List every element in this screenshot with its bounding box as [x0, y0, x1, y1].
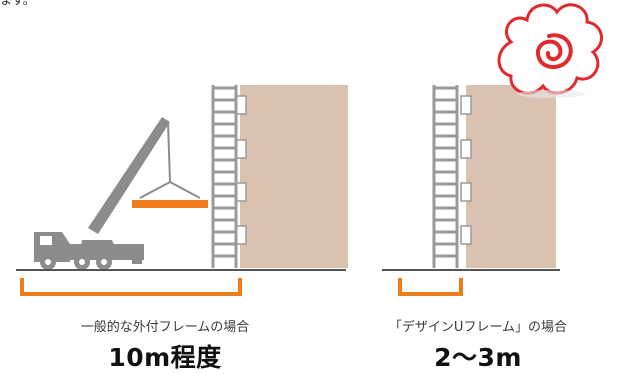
crane-truck-icon [34, 117, 201, 270]
building-left-notches [235, 95, 247, 245]
top-note-text: ます。 [0, 0, 35, 7]
brand-swirl-logo [497, 3, 603, 98]
value-design-u-width: 2〜3m [434, 343, 522, 372]
caption-design-u-frame: 「デザインUフレーム」の場合 [388, 320, 568, 335]
scaffold-left [211, 85, 238, 268]
building-right [466, 85, 556, 268]
suspended-frame [132, 200, 208, 208]
building-right-notches [460, 95, 472, 245]
building-left [240, 85, 348, 268]
width-bracket-left [20, 278, 242, 296]
width-bracket-right [398, 278, 463, 296]
scaffold-right [432, 85, 459, 268]
caption-conventional-frame: 一般的な外付フレームの場合 [80, 320, 250, 335]
value-conventional-width: 10m程度 [108, 343, 222, 372]
